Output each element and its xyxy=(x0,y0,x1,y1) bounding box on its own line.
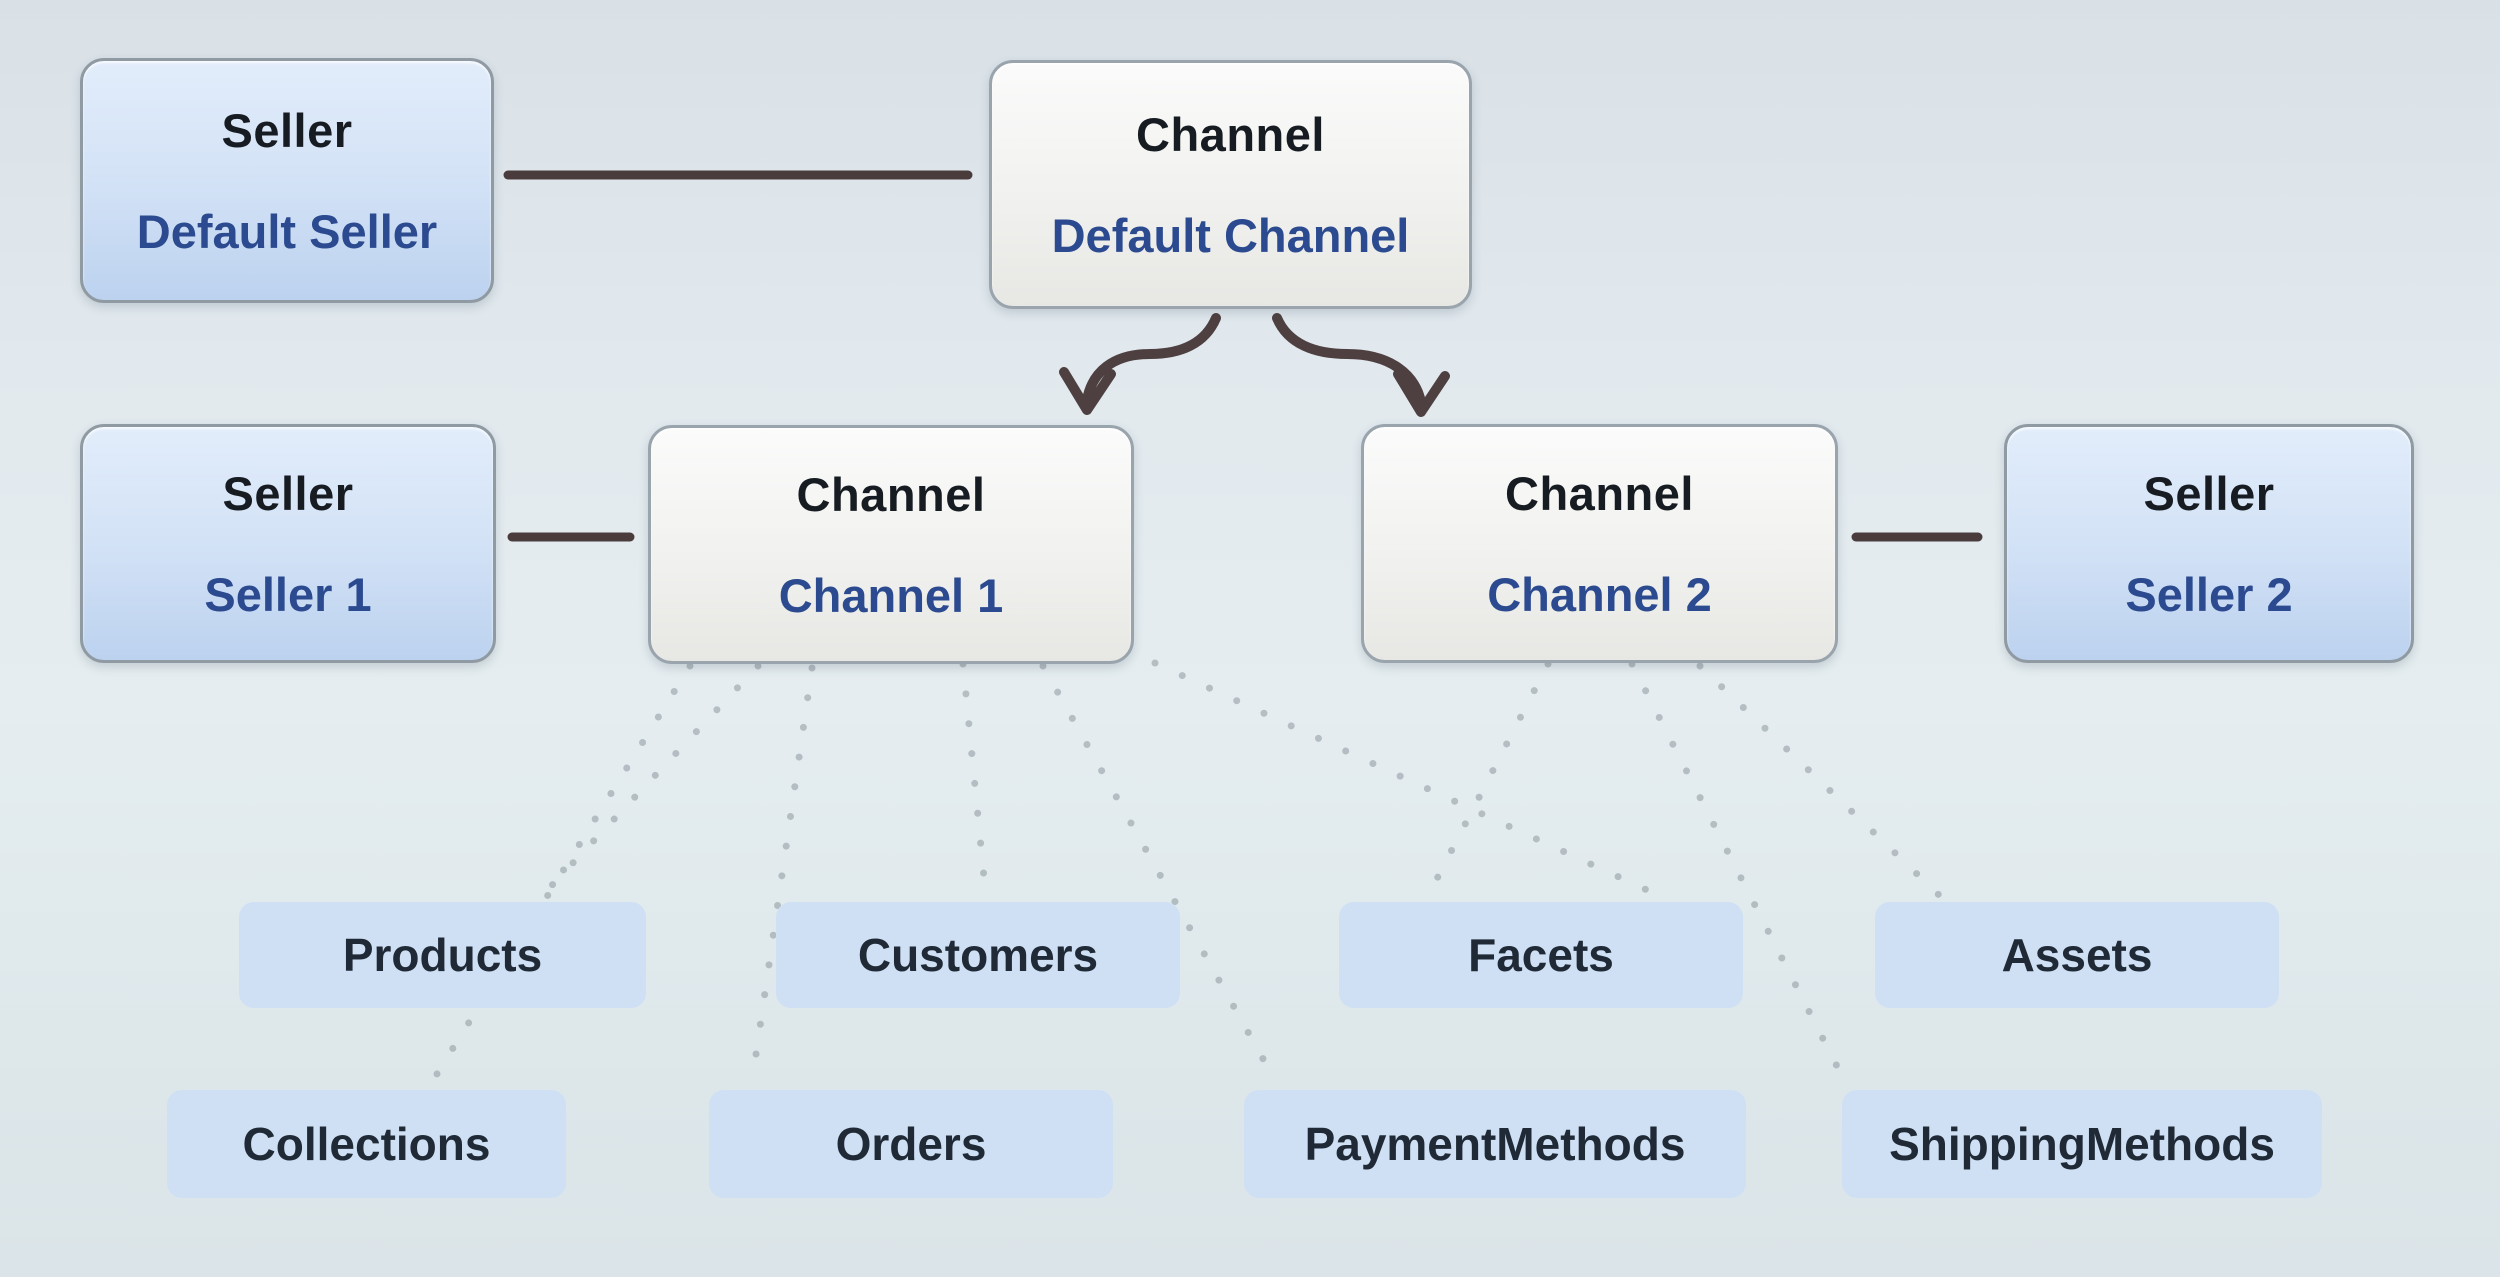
entity-facets: Facets xyxy=(1339,902,1743,1008)
dotted-link-channel1-products xyxy=(536,662,762,902)
dotted-link-channel1-collections xyxy=(428,662,694,1086)
arrow-default-channel-to-channel2 xyxy=(1272,313,1426,407)
node-instance-name: Channel 2 xyxy=(1487,567,1712,621)
arrowhead-channel2 xyxy=(1393,369,1450,417)
node-instance-name: Seller 1 xyxy=(204,567,372,621)
dotted-link-channel2-facets xyxy=(1424,660,1552,900)
node-type-label: Channel xyxy=(1136,107,1325,161)
entity-orders: Orders xyxy=(709,1090,1113,1198)
dotted-link-channel1-facets xyxy=(1151,659,1664,900)
node-default-seller: Seller Default Seller xyxy=(80,58,494,303)
entity-assets: Assets xyxy=(1875,902,2279,1008)
node-channel-1: Channel Channel 1 xyxy=(648,425,1134,664)
entity-paymentmethods: PaymentMethods xyxy=(1244,1090,1746,1198)
node-type-label: Seller xyxy=(221,103,353,157)
entity-customers: Customers xyxy=(776,902,1180,1008)
entity-products: Products xyxy=(239,902,646,1008)
node-instance-name: Default Seller xyxy=(136,204,438,258)
node-type-label: Seller xyxy=(222,466,354,520)
entity-collections: Collections xyxy=(167,1090,566,1198)
dotted-link-channel1-orders xyxy=(748,664,816,1086)
dotted-link-channel2-shippingmethods xyxy=(1628,660,1848,1084)
node-type-label: Channel xyxy=(1505,466,1694,520)
node-channel-2: Channel Channel 2 xyxy=(1361,424,1838,663)
node-type-label: Channel xyxy=(796,467,986,521)
node-seller-1: Seller Seller 1 xyxy=(80,424,496,663)
node-type-label: Seller xyxy=(2143,466,2275,520)
node-seller-2: Seller Seller 2 xyxy=(2004,424,2414,663)
dotted-link-channel1-customers xyxy=(959,660,990,902)
dotted-link-channel2-assets xyxy=(1696,662,1944,900)
arrow-default-channel-to-channel1 xyxy=(1082,313,1221,405)
node-instance-name: Default Channel xyxy=(1051,208,1410,262)
dotted-link-channel1-paymentmethods xyxy=(1039,662,1280,1086)
node-default-channel: Channel Default Channel xyxy=(989,60,1472,309)
node-instance-name: Seller 2 xyxy=(2125,567,2293,621)
entity-shippingmethods: ShippingMethods xyxy=(1842,1090,2322,1198)
node-instance-name: Channel 1 xyxy=(778,568,1004,622)
arrowhead-channel1 xyxy=(1059,367,1116,415)
